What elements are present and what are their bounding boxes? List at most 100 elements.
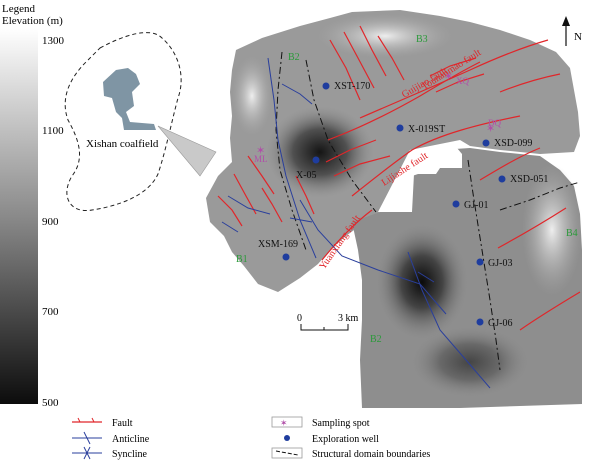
sampling-label: XQ: [456, 76, 469, 86]
sampling-label: DQ: [488, 118, 501, 128]
key-sampling-spot-label: Sampling spot: [312, 418, 370, 429]
inset-leader-wedge: [157, 125, 217, 177]
fault-se-2: [497, 207, 567, 249]
domain-b3: B3: [416, 34, 428, 45]
fault-w-3: [247, 155, 275, 195]
north-label: N: [574, 31, 582, 43]
boundary-b1-b2: [275, 51, 307, 251]
domain-labels: B1 B2 B2 B3 B4: [236, 34, 578, 345]
well-xsd-051: XSD-051: [498, 174, 548, 185]
well-label: XSD-051: [510, 174, 548, 185]
anticline-west: [267, 57, 317, 259]
fault-w-1: [217, 195, 243, 227]
well-label: XSD-099: [494, 138, 532, 149]
sampling-spot-ml: ✶ ML: [254, 145, 268, 164]
sampling-spot-xq: ✶ XQ: [444, 71, 469, 86]
sampling-star: ✶: [256, 145, 265, 157]
fault-lines: [217, 25, 581, 331]
fold-tick-3: [417, 271, 435, 283]
sampling-star: ✶: [486, 123, 495, 135]
inset-boundary: [64, 32, 182, 212]
well-label: XSM-169: [258, 239, 298, 250]
key-fault: Fault: [72, 417, 133, 429]
legend-tick-900: 900: [42, 216, 59, 228]
elevation-legend: Legend Elevation (m) 1300 1100 900 700 5…: [0, 3, 65, 409]
relief-mid-south: [410, 326, 530, 398]
key-anticline-label: Anticline: [112, 434, 150, 445]
inset-map: Xishan coalfield: [64, 32, 217, 212]
guijiao-fault: [327, 61, 481, 141]
well-xsd-099: XSD-099: [482, 138, 532, 149]
fold-axes: [221, 57, 491, 389]
map-key: Fault Anticline Syncline ✶ Sampling spot…: [72, 416, 430, 460]
north-arrow-head: [562, 16, 570, 26]
syncline-south: [407, 251, 491, 389]
well-x-019st: X-019ST: [396, 124, 445, 135]
key-exploration-well-label: Exploration well: [312, 434, 379, 445]
boundary-b3-b4: [467, 159, 501, 371]
key-anticline: Anticline: [72, 431, 150, 445]
domain-b4: B4: [566, 228, 578, 239]
yuanxiang-fault: [321, 209, 373, 261]
well-x-05: X-05: [296, 156, 320, 181]
well-xsm-169: XSM-169: [258, 239, 298, 261]
fault-n-2: [343, 31, 375, 89]
domain-b1: B1: [236, 254, 248, 265]
fault-w-2: [233, 173, 257, 215]
key-syncline: Syncline: [72, 446, 148, 460]
fault-n-3: [359, 25, 387, 77]
key-sampling-star: ✶: [280, 418, 288, 428]
fault-c-2: [333, 155, 391, 177]
fault-ne-1: [499, 73, 561, 93]
well-gj-06: GJ-06: [476, 318, 512, 329]
fault-n-1: [329, 39, 361, 101]
relief-dark-basin-north: [266, 106, 374, 198]
legend-tick-1300: 1300: [42, 35, 65, 47]
inset-label: Xishan coalfield: [86, 138, 159, 150]
fault-se-1: [519, 291, 581, 331]
elevation-relief: [206, 10, 582, 408]
relief-gap: [378, 142, 462, 212]
relief-light-west: [232, 56, 272, 136]
tounanmao-fault: [359, 39, 549, 119]
fold-north-small: [281, 83, 313, 105]
relief-north-lobe: [206, 10, 580, 292]
key-fault-label: Fault: [112, 418, 133, 429]
north-arrow: N: [562, 16, 582, 46]
sampling-spots: ✶ XQ ✶ DQ ✶ ML: [254, 71, 501, 164]
legend-tick-1100: 1100: [42, 125, 64, 137]
domain-b2-south: B2: [370, 334, 382, 345]
syncline-central: [299, 199, 447, 315]
fault-c-1: [325, 139, 377, 163]
sampling-spot-dq: ✶ DQ: [486, 118, 501, 135]
key-syncline-label: Syncline: [112, 449, 148, 460]
key-exploration-well: Exploration well: [284, 434, 379, 445]
well-label: X-019ST: [408, 124, 445, 135]
lijiashe-fault: [351, 115, 521, 197]
fold-tick-2: [289, 217, 313, 223]
sampling-star: ✶: [444, 71, 453, 83]
scale-end: 3 km: [338, 313, 359, 324]
fault-e-1: [479, 147, 541, 181]
structural-domain-boundaries: [275, 51, 581, 371]
fault-n-4: [377, 35, 405, 81]
scale-bar: 0 3 km: [297, 313, 359, 331]
fault-w-4: [261, 187, 283, 223]
inset-coalfield-shape: [103, 68, 156, 130]
relief-light-north: [317, 14, 453, 58]
key-domain-boundary-label: Structural domain boundaries: [312, 449, 430, 460]
well-label: GJ-01: [464, 200, 488, 211]
sampling-label: ML: [254, 154, 268, 164]
boundary-northeast: [499, 181, 581, 211]
well-label: XST-170: [334, 81, 370, 92]
exploration-wells: XST-170 X-019ST XSD-099 XSD-051 X-05 GJ-…: [258, 81, 548, 329]
scale-start: 0: [297, 313, 302, 324]
elevation-color-bar: [0, 28, 38, 404]
well-gj-03: GJ-03: [476, 258, 512, 269]
well-label: GJ-06: [488, 318, 512, 329]
fault-ne-3: [435, 73, 485, 93]
fault-ne-2: [429, 57, 477, 77]
fold-west-small: [227, 195, 271, 215]
relief-dark-basin-south: [376, 224, 468, 340]
